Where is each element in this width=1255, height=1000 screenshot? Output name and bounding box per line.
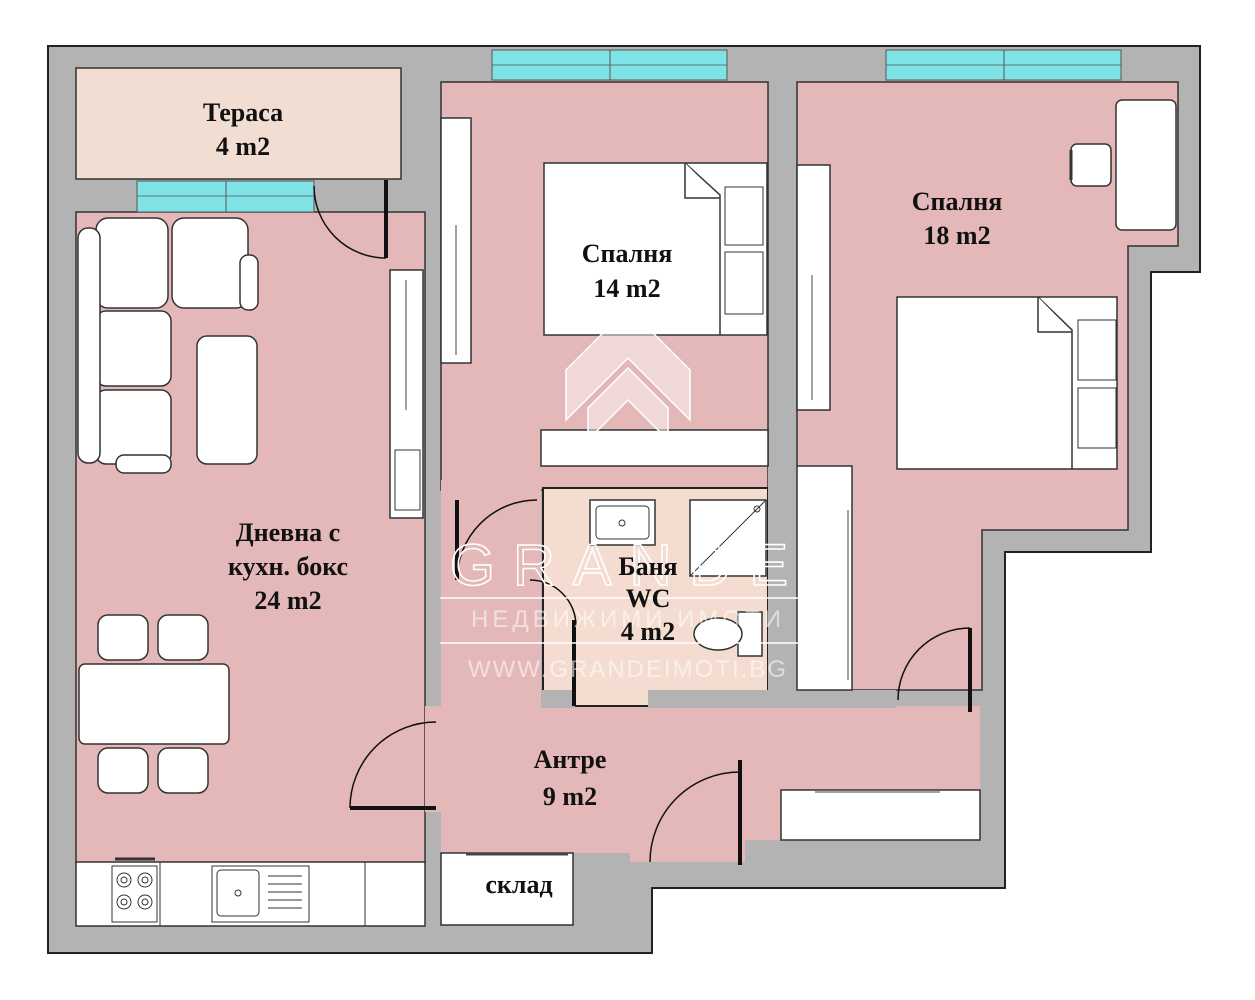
sofa	[77, 217, 259, 474]
terrace-area: 4 m2	[216, 132, 270, 161]
storage-name: склад	[485, 870, 552, 899]
watermark-brand: GRANDE	[450, 533, 806, 598]
wardrobes	[389, 117, 981, 856]
kitchen-appliances	[111, 857, 366, 926]
interior-wall-bath-bottom-left	[541, 690, 575, 708]
bathroom-name-line2: WC	[626, 584, 671, 613]
living-name-line2: кухн. бокс	[228, 552, 348, 581]
bedroom-small-area: 14 m2	[593, 274, 660, 303]
watermark-logo-icon	[565, 306, 691, 442]
dining-set	[78, 614, 230, 794]
doors	[313, 180, 972, 865]
room-labels: Тераса 4 m2 Дневна с кухн. бокс 24 m2 Сп…	[203, 98, 1002, 899]
windows	[136, 49, 1122, 213]
bed-small	[543, 162, 768, 336]
bedroom-large-name: Спалня	[912, 187, 1003, 216]
hall-area: 9 m2	[543, 782, 597, 811]
terrace-name: Тераса	[203, 98, 283, 127]
bathroom-fixtures	[589, 499, 767, 657]
bathroom-area: 4 m2	[621, 617, 675, 646]
watermark-tagline: НЕДВИЖИМИ ИМОТИ	[471, 606, 785, 633]
living-name-line1: Дневна с	[236, 518, 340, 547]
living-area: 24 m2	[254, 586, 321, 615]
bed-large	[896, 296, 1118, 470]
bedroom-large-area: 18 m2	[923, 221, 990, 250]
interior-wall-bath-bottom	[648, 690, 896, 708]
hall-name: Антре	[534, 745, 607, 774]
storage-room	[440, 852, 574, 926]
desk-set	[1069, 99, 1177, 231]
interior-wall-bath-right	[768, 466, 797, 706]
bedroom-small-name: Спалня	[582, 239, 673, 268]
terrace-room	[75, 67, 402, 180]
bathroom-name-line1: Баня	[618, 552, 677, 581]
watermark: GRANDE НЕДВИЖИМИ ИМОТИ WWW.GRANDEIMOTI.B…	[440, 306, 815, 683]
watermark-url: WWW.GRANDEIMOTI.BG	[468, 656, 788, 683]
